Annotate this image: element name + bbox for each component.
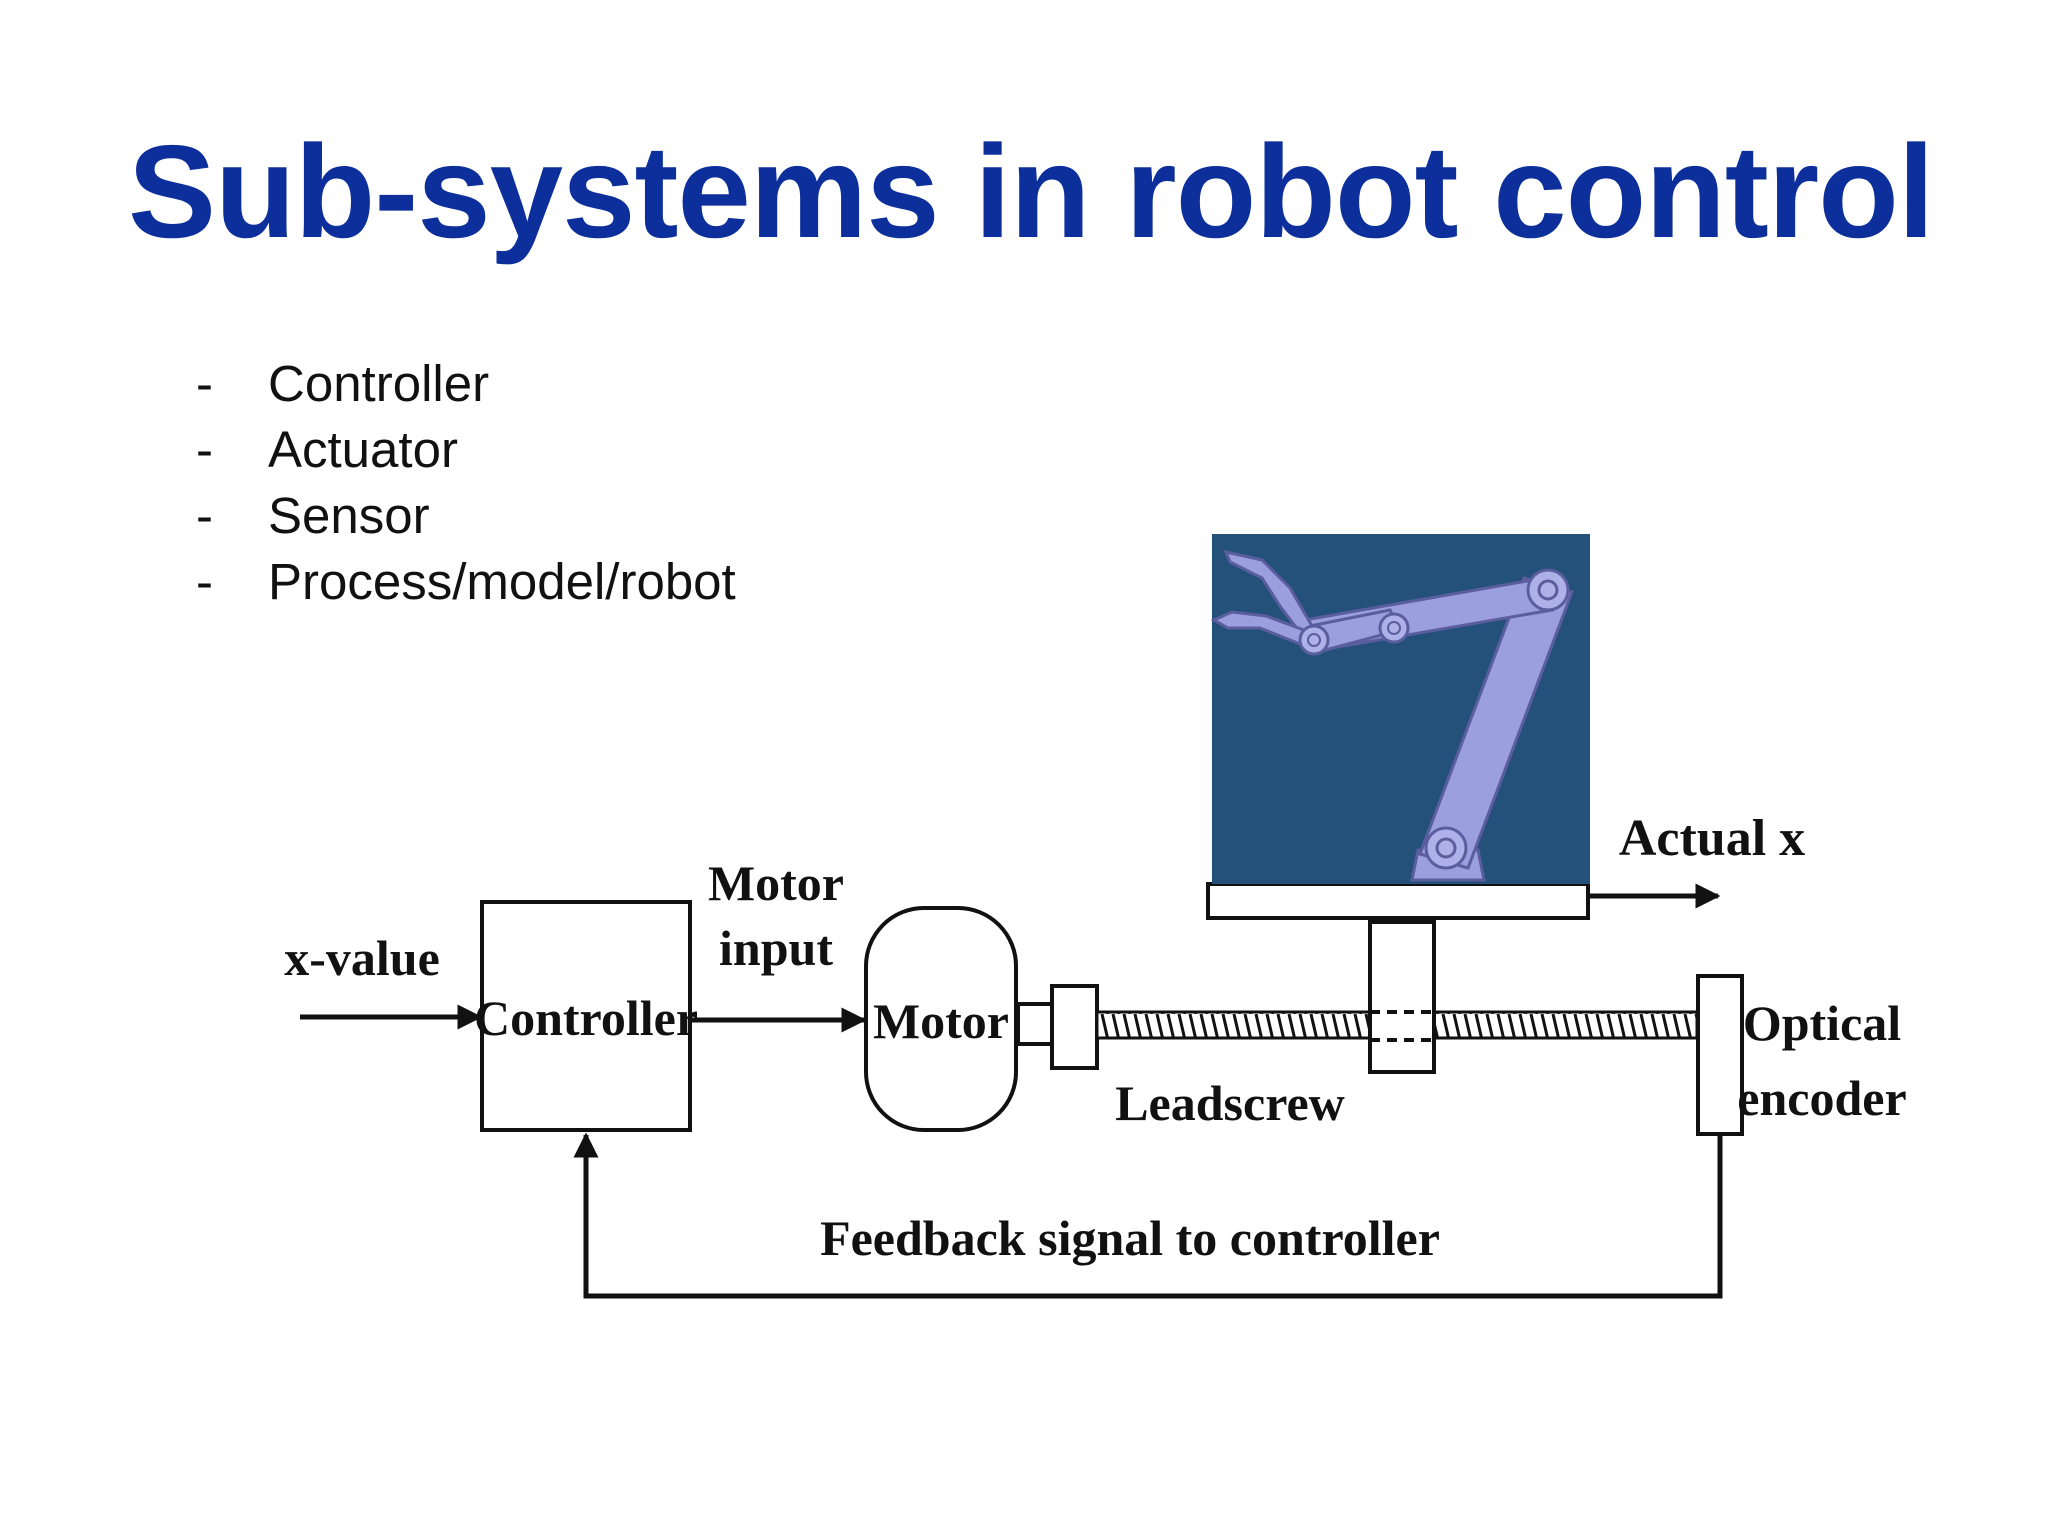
bullet-dash: -: [196, 552, 213, 610]
bullet-list: - Controller - Actuator - Sensor - Proce…: [196, 350, 736, 614]
feedback-line: [573, 1132, 1723, 1299]
input-label: x-value: [284, 930, 440, 986]
bullet-dash: -: [196, 420, 213, 478]
motor-input-label-line1: Motor: [708, 855, 844, 911]
platform: [1206, 882, 1590, 920]
motor-label: Motor: [873, 993, 1009, 1049]
bullet-dash: -: [196, 486, 213, 544]
bullet-item-actuator: - Actuator: [196, 416, 736, 482]
encoder-label-line2: encoder: [1737, 1070, 1906, 1126]
actual-x-label: Actual x: [1619, 810, 1805, 867]
nut-carriage: [1368, 920, 1436, 1074]
motor-input-label-line2: input: [719, 920, 833, 976]
coupling: [1050, 984, 1099, 1070]
controller-block: [480, 900, 692, 1132]
optical-encoder: [1696, 974, 1744, 1136]
motor-shaft: [1016, 1002, 1054, 1046]
leadscrew-label: Leadscrew: [1115, 1075, 1345, 1131]
bullet-text: Actuator: [268, 420, 458, 478]
bullet-item-controller: - Controller: [196, 350, 736, 416]
bullet-text: Sensor: [268, 486, 430, 544]
bullet-item-sensor: - Sensor: [196, 482, 736, 548]
bullet-dash: -: [196, 354, 213, 412]
bullet-text: Controller: [268, 354, 490, 412]
controller-label: Controller: [474, 990, 698, 1046]
bullet-text: Process/model/robot: [268, 552, 736, 610]
robot-arm-icon: [1210, 534, 1590, 884]
feedback-label: Feedback signal to controller: [820, 1210, 1440, 1266]
encoder-label-line1: Optical: [1743, 995, 1901, 1051]
slide-title: Sub-systems in robot control: [128, 118, 1934, 265]
bullet-item-process: - Process/model/robot: [196, 548, 736, 614]
